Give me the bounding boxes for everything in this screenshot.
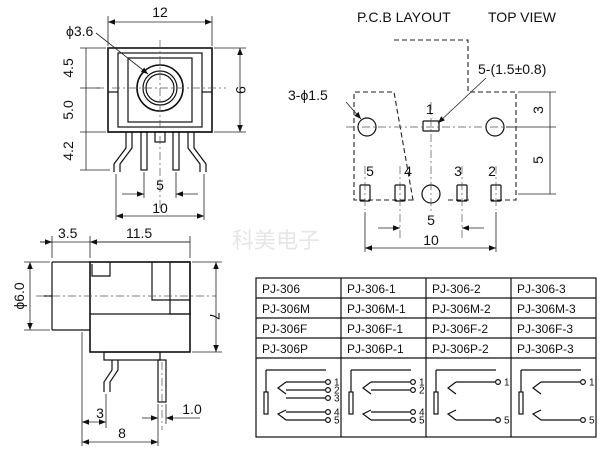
pin-label-1: 1 bbox=[426, 101, 434, 117]
front-pin bbox=[172, 131, 180, 171]
pcb-layout-title: P.C.B LAYOUT bbox=[357, 9, 451, 25]
model-cell: PJ-306-1 bbox=[347, 282, 396, 296]
schematic-pin-label: 2 bbox=[334, 386, 340, 397]
model-cell: PJ-306P-1 bbox=[347, 342, 404, 356]
model-cell: PJ-306F-3 bbox=[517, 322, 573, 336]
pin-label-3: 3 bbox=[454, 163, 462, 179]
schematic-pin-label: 1 bbox=[419, 378, 425, 389]
schematic: 15 bbox=[518, 369, 595, 427]
dim-base-width: 10 bbox=[152, 200, 168, 216]
schematic-pin-label: 1 bbox=[504, 378, 510, 389]
hole-spec: 3-ϕ1.5 bbox=[288, 87, 328, 103]
schematic-pin-label: 5 bbox=[419, 416, 425, 427]
schematic-pin-label: 1 bbox=[334, 378, 340, 389]
dim-height: 9 bbox=[233, 86, 249, 94]
model-cell: PJ-306-2 bbox=[432, 282, 481, 296]
pin-label-4: 4 bbox=[404, 163, 412, 179]
model-table: PJ-306 PJ-306-1 PJ-306-2 PJ-306-3PJ-306M PJ-… bbox=[255, 277, 597, 438]
schematic-pin-label: 1 bbox=[589, 378, 595, 389]
top-view-label: TOP VIEW bbox=[488, 9, 557, 25]
dim-height: 7 bbox=[207, 312, 223, 320]
model-cell: PJ-306F bbox=[262, 322, 307, 336]
dim-diameter: ϕ6.0 bbox=[11, 282, 27, 310]
schematic: 15 bbox=[433, 369, 510, 427]
pin-label-2: 2 bbox=[488, 163, 496, 179]
schematic-pin-label: 5 bbox=[589, 416, 595, 427]
dim-length: 8 bbox=[118, 425, 126, 441]
watermark: 科美电子 bbox=[232, 228, 320, 253]
dim-hole-diameter: ϕ3.6 bbox=[66, 23, 94, 39]
schematic-pin-label: 2 bbox=[419, 386, 425, 397]
schematic: 12 45 bbox=[348, 369, 425, 427]
model-cell: PJ-306 bbox=[262, 282, 300, 296]
pin-label-5: 5 bbox=[366, 163, 374, 179]
dim-3: 3 bbox=[530, 106, 546, 114]
schematic-pin-label: 4 bbox=[419, 408, 425, 419]
model-cell: PJ-306P-3 bbox=[517, 342, 574, 356]
schematic: 123 45 bbox=[263, 369, 340, 427]
model-cell: PJ-306P-2 bbox=[432, 342, 489, 356]
pcb-layout: P.C.B LAYOUT TOP VIEW 1 5 4 3 2 5-(1.5±0… bbox=[288, 9, 557, 252]
dim-pin-width: 1.0 bbox=[182, 401, 202, 417]
front-pin bbox=[187, 132, 201, 172]
model-cell: PJ-306M-1 bbox=[347, 302, 406, 316]
dim-pin-pitch: 5 bbox=[156, 177, 164, 193]
model-cell: PJ-306F-2 bbox=[432, 322, 488, 336]
dim-width: 10 bbox=[423, 232, 439, 248]
schematic-pin-label: 5 bbox=[504, 416, 510, 427]
model-cell: PJ-306F-1 bbox=[347, 322, 403, 336]
dim-4-5: 4.5 bbox=[60, 58, 76, 78]
model-cell: PJ-306M-2 bbox=[432, 302, 491, 316]
front-view: 12 ϕ3.6 4.5 5.0 4.2 9 5 10 bbox=[60, 4, 249, 220]
model-cell: PJ-306M-3 bbox=[517, 302, 576, 316]
dim-5-0: 5.0 bbox=[60, 100, 76, 120]
schematic-pin-label: 4 bbox=[334, 408, 340, 419]
schematic-pin-label: 3 bbox=[334, 394, 340, 405]
dim-11-5: 11.5 bbox=[126, 225, 152, 241]
model-cell: PJ-306P bbox=[262, 342, 308, 356]
front-pin bbox=[140, 131, 148, 171]
dim-5: 5 bbox=[530, 156, 546, 164]
slot-spec: 5-(1.5±0.8) bbox=[478, 61, 546, 77]
pcb-outline bbox=[353, 39, 517, 201]
dim-4-2: 4.2 bbox=[60, 141, 76, 161]
dim-pin-offset: 3 bbox=[96, 405, 104, 421]
side-view: 3.5 11.5 ϕ6.0 7 3 1.0 8 bbox=[11, 225, 223, 446]
schematic-pin-label: 5 bbox=[334, 416, 340, 427]
model-cell: PJ-306-3 bbox=[517, 282, 566, 296]
dim-pitch: 5 bbox=[427, 212, 435, 228]
dim-width: 12 bbox=[152, 4, 168, 20]
dim-3-5: 3.5 bbox=[58, 225, 78, 241]
front-pin bbox=[113, 132, 127, 172]
model-cell: PJ-306M bbox=[262, 302, 310, 316]
side-pin bbox=[103, 360, 119, 392]
